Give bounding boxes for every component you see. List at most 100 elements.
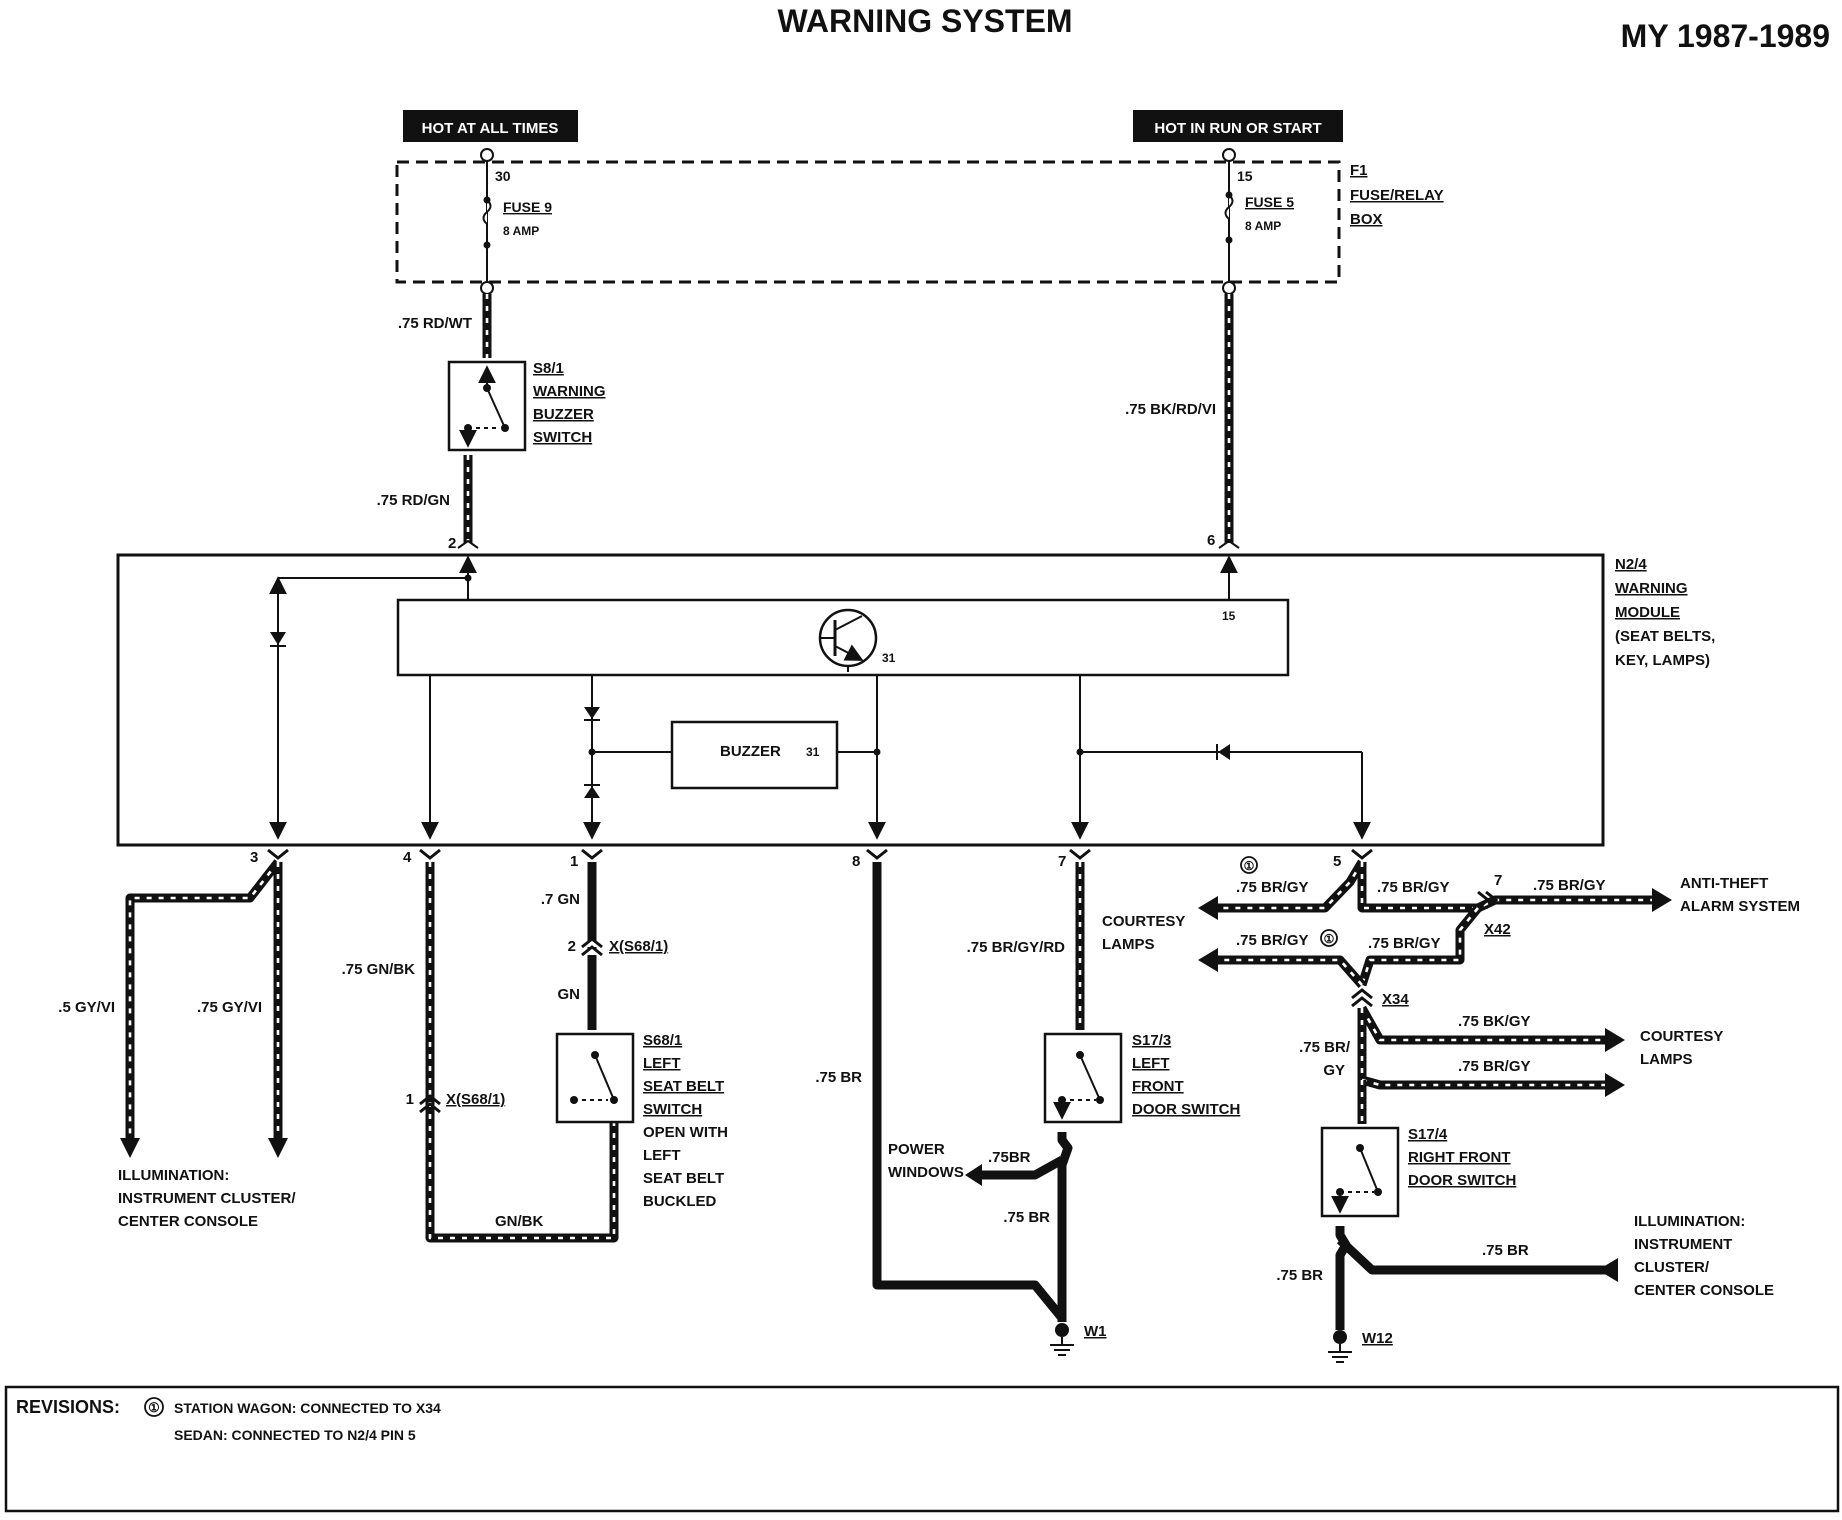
revisions-line1: STATION WAGON: CONNECTED TO X34	[174, 1400, 441, 1416]
revision-marker-2-icon	[1320, 929, 1338, 947]
s68-1-line2: SEAT BELT	[643, 1078, 724, 1095]
fuse9-rating: 8 AMP	[503, 224, 539, 238]
arrow-courtesy-a-icon	[1198, 896, 1218, 920]
connector-x42-icon	[1477, 890, 1499, 910]
revision-marker-1: ①	[1244, 859, 1255, 873]
courtesy-right-2: LAMPS	[1640, 1051, 1693, 1068]
s17-3-line3: DOOR SWITCH	[1132, 1101, 1240, 1118]
arrow-anti-theft-icon	[1652, 888, 1672, 912]
connector-x-s68-1-pin2-icon	[581, 937, 603, 957]
arrow-power-windows-icon	[965, 1164, 982, 1186]
label-br-gy-b: .75 BR/GY	[1377, 879, 1450, 896]
illum-right-3: CLUSTER/	[1634, 1259, 1710, 1276]
courtesy-top-1: COURTESY	[1102, 913, 1185, 930]
fuse5-rating: 8 AMP	[1245, 219, 1281, 233]
hot-always-tag	[403, 110, 578, 142]
arrow-courtesy-right-b-icon	[1605, 1073, 1625, 1097]
diode-4-icon	[1218, 744, 1230, 760]
fuse5-terminal: 15	[1237, 168, 1253, 184]
logic-pin-15: 15	[1222, 609, 1236, 623]
pin-2: 2	[448, 535, 456, 552]
revision-marker-2: ①	[1324, 932, 1335, 946]
label-gn-bk: .75 GN/BK	[342, 961, 416, 978]
s68-1-line5: LEFT	[643, 1147, 681, 1164]
buzzer-pin-31: 31	[806, 745, 820, 759]
hot-run-label: HOT IN RUN OR START	[1154, 120, 1321, 137]
fuse9-terminal: 30	[495, 168, 511, 184]
s17-3-line2: FRONT	[1132, 1078, 1184, 1095]
illum-right-2: INSTRUMENT	[1634, 1236, 1732, 1253]
label-br-8: .75 BR	[815, 1069, 862, 1086]
label-br-gy-e: .75 BR/GY	[1236, 932, 1309, 949]
power-windows-1: POWER	[888, 1141, 945, 1158]
x-s68-1-pin1: 1	[406, 1091, 414, 1108]
illum-left-1: ILLUMINATION:	[118, 1167, 229, 1184]
label-rd-wt: .75 RD/WT	[398, 315, 472, 332]
s17-4-line2: DOOR SWITCH	[1408, 1172, 1516, 1189]
x-s68-1-label-1: X(S68/1)	[446, 1091, 505, 1108]
label-br-power: .75BR	[988, 1149, 1031, 1166]
label-br-gy-c: .75 BR/GY	[1533, 877, 1606, 894]
ground-w1-icon	[1050, 1323, 1074, 1356]
illum-left-2: INSTRUMENT CLUSTER/	[118, 1190, 296, 1207]
wire-bk-gy	[1358, 1005, 1605, 1045]
label-gy-vi-05: .5 GY/VI	[58, 999, 115, 1016]
revisions-marker-icon	[144, 1397, 164, 1417]
fuse-relay-box	[395, 160, 1341, 284]
module-line1: WARNING	[1615, 580, 1688, 597]
courtesy-right-1: COURTESY	[1640, 1028, 1723, 1045]
s17-3-id: S17/3	[1132, 1032, 1171, 1049]
label-gn-bk-bottom: GN/BK	[495, 1213, 544, 1230]
fuse-box-name1: FUSE/RELAY	[1350, 187, 1444, 204]
fuse9-name: FUSE 9	[503, 199, 552, 215]
s68-1-line7: BUCKLED	[643, 1193, 716, 1210]
revisions-line2: SEDAN: CONNECTED TO N2/4 PIN 5	[174, 1427, 416, 1443]
module-line4: KEY, LAMPS)	[1615, 652, 1710, 669]
pin-7: 7	[1058, 853, 1066, 870]
label-br-gy-a: .75 BR/GY	[1236, 879, 1309, 896]
s68-1-line1: LEFT	[643, 1055, 681, 1072]
pin-6: 6	[1207, 532, 1215, 549]
s17-3-switch-box	[1043, 1032, 1123, 1124]
arrow-illum-05-icon	[120, 1138, 140, 1158]
diode-1-icon	[270, 632, 286, 645]
diode-3-icon	[584, 786, 600, 798]
label-bk-rd-vi: .75 BK/RD/VI	[1125, 401, 1216, 418]
label-gn-7: .7 GN	[541, 891, 580, 908]
buzzer-label: BUZZER	[720, 743, 781, 760]
arrow-courtesy-right-a-icon	[1605, 1028, 1625, 1052]
module-line2: MODULE	[1615, 604, 1680, 621]
label-br-gy-split-2: GY	[1323, 1062, 1345, 1079]
arrow-illum-right-icon	[1598, 1258, 1618, 1282]
s68-1-id: S68/1	[643, 1032, 682, 1049]
terminal-15-icon	[1222, 148, 1236, 162]
anti-theft-1: ANTI-THEFT	[1680, 875, 1768, 892]
illum-left-3: CENTER CONSOLE	[118, 1213, 258, 1230]
courtesy-top-2: LAMPS	[1102, 936, 1155, 953]
wire-br-gy-f	[1357, 1008, 1605, 1090]
wire-br-w1	[1057, 1132, 1073, 1322]
hot-always-label: HOT AT ALL TIMES	[422, 120, 559, 137]
x42-pin: 7	[1494, 872, 1502, 889]
fuse9-out-terminal-icon	[480, 281, 494, 295]
pin-1: 1	[570, 853, 578, 870]
fuse9-dot2-icon	[483, 241, 491, 249]
wire-br-gy-e	[1215, 955, 1366, 988]
pin-5: 5	[1333, 853, 1341, 870]
s8-1-line3: SWITCH	[533, 429, 592, 446]
fuse5-dot-icon	[1225, 191, 1233, 199]
label-br-w1: .75 BR	[1003, 1209, 1050, 1226]
label-gy-vi-075: .75 GY/VI	[197, 999, 262, 1016]
ground-w1-label: W1	[1084, 1323, 1107, 1340]
pin-8: 8	[852, 853, 860, 870]
label-br-w12: .75 BR	[1276, 1267, 1323, 1284]
connector-x34-icon	[1351, 988, 1373, 1008]
ground-w12-label: W12	[1362, 1330, 1393, 1347]
s17-4-switch-box	[1320, 1126, 1400, 1218]
fuse-box-id: F1	[1350, 162, 1368, 179]
illum-right-4: CENTER CONSOLE	[1634, 1282, 1774, 1299]
label-bk-gy: .75 BK/GY	[1458, 1013, 1531, 1030]
fuse5-name: FUSE 5	[1245, 194, 1294, 210]
power-windows-2: WINDOWS	[888, 1164, 964, 1181]
